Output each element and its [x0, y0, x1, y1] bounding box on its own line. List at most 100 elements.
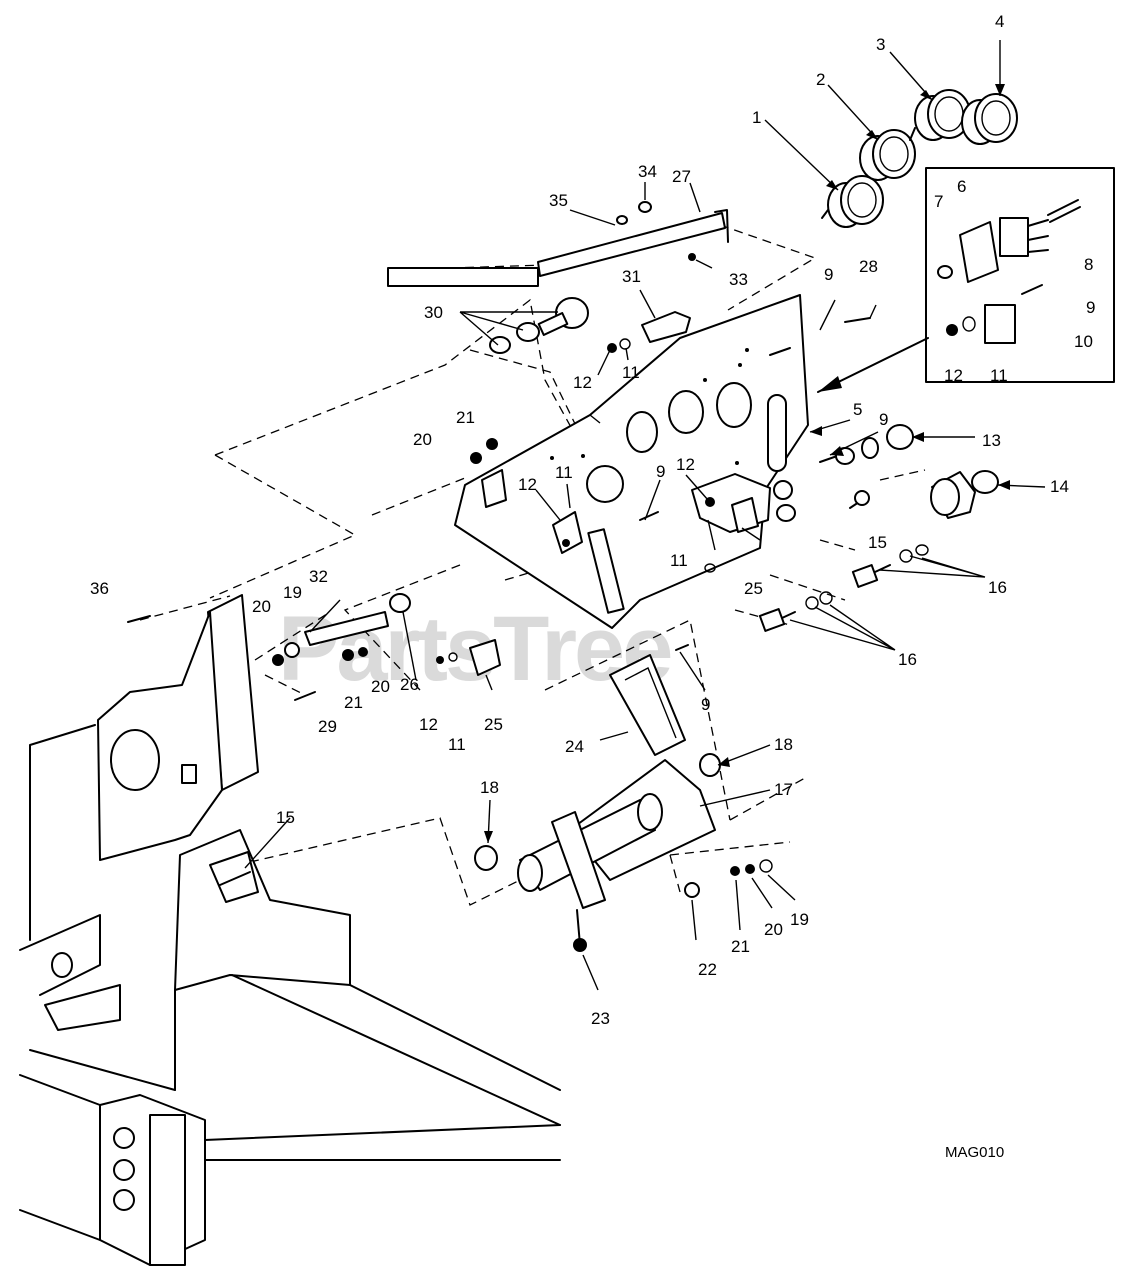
callout-20-mid: 20: [371, 677, 390, 696]
callout-labels: 1 2 3 4 5 6 7 8 9 9 9 9 9 10 11 11 11 11…: [90, 12, 1095, 1028]
dash-panel: [454, 294, 809, 629]
callout-9-right: 9: [879, 410, 888, 429]
panel-hardware: [470, 317, 871, 573]
nut-12-inset: [946, 324, 958, 336]
callout-12-left: 12: [518, 475, 537, 494]
inset-detail: [925, 167, 1115, 383]
callout-10: 10: [1074, 332, 1093, 351]
callout-31: 31: [622, 267, 641, 286]
callout-34: 34: [638, 162, 657, 181]
key-hole: [586, 465, 624, 503]
trim-bar-assembly: [387, 201, 729, 287]
bolt-29: [294, 691, 316, 701]
trim-bar-bend: [714, 209, 729, 243]
callout-9-inset: 9: [1086, 298, 1095, 317]
frame-side-plate: [97, 611, 223, 861]
callout-1: 1: [752, 108, 761, 127]
leader-lines: [244, 40, 1046, 991]
callout-11-inset: 11: [990, 366, 1008, 385]
screw-9-top: [769, 347, 791, 356]
trim-bar: [537, 212, 726, 277]
callout-12-inset: 12: [944, 366, 963, 385]
gauge-1: [821, 175, 884, 228]
callout-9-top: 9: [824, 265, 833, 284]
bolt-28: [844, 317, 871, 323]
choke-assembly: [489, 297, 691, 354]
gauge-4: [961, 93, 1018, 145]
bolt-36: [127, 615, 151, 623]
callout-12-lower: 12: [419, 715, 438, 734]
callout-14: 14: [1050, 477, 1069, 496]
inset-box: [925, 167, 1115, 383]
callout-33: 33: [729, 270, 748, 289]
nut-34: [638, 201, 652, 213]
left-linkage: [127, 593, 501, 701]
callout-15-left: 15: [276, 808, 295, 827]
gauge-3: [909, 89, 971, 141]
callout-5: 5: [853, 400, 862, 419]
callout-12-top: 12: [573, 373, 592, 392]
callout-25-lower: 25: [484, 715, 503, 734]
callout-4: 4: [995, 12, 1004, 31]
callout-9-center: 9: [656, 462, 665, 481]
callout-21-mid: 21: [344, 693, 363, 712]
callout-18-right: 18: [774, 735, 793, 754]
ignition-key-14: [971, 470, 999, 494]
frame-structure: [19, 594, 561, 1266]
small-hole-2: [776, 504, 796, 522]
callout-25-upper: 25: [744, 579, 763, 598]
relay-10: [984, 304, 1016, 344]
bushing-18-left: [474, 845, 498, 871]
switch-block: [999, 217, 1029, 257]
gauge-hole-3: [716, 382, 752, 428]
callout-19-right: 19: [790, 910, 809, 929]
callout-6: 6: [957, 177, 966, 196]
callout-16-lower: 16: [898, 650, 917, 669]
washer-35: [616, 215, 628, 225]
callout-20-top: 20: [413, 430, 432, 449]
slot-hole: [767, 394, 787, 472]
callout-35: 35: [549, 191, 568, 210]
clip-left: [481, 469, 507, 508]
throttle-slot: [587, 528, 625, 614]
callout-16-upper: 16: [988, 578, 1007, 597]
callout-13: 13: [982, 431, 1001, 450]
throttle-plate-24: [609, 654, 686, 756]
callout-8: 8: [1084, 255, 1093, 274]
dash-panel-plate: [454, 294, 809, 629]
callout-27: 27: [672, 167, 691, 186]
nut-22: [684, 882, 700, 898]
clip-center: [552, 511, 583, 554]
callout-11-top: 11: [622, 363, 640, 382]
diagram-code: MAG010: [945, 1144, 1004, 1161]
small-hole-1: [773, 480, 793, 500]
right-side-controls: [819, 424, 999, 519]
callout-19-left: 19: [283, 583, 302, 602]
callout-21-top: 21: [456, 408, 475, 427]
gauge-hole-1: [626, 411, 658, 453]
callout-20-left: 20: [252, 597, 271, 616]
switch-25-lower: [469, 639, 501, 676]
callout-11-right: 11: [670, 551, 688, 570]
bolt-9-inset: [1021, 284, 1043, 295]
callout-23: 23: [591, 1009, 610, 1028]
throttle-assembly: [474, 644, 773, 952]
switch-25-upper: [731, 497, 759, 533]
screw-9-mid: [639, 511, 659, 521]
callout-2: 2: [816, 70, 825, 89]
gauges: [821, 89, 1018, 228]
link-32: [304, 611, 389, 646]
callout-30: 30: [424, 303, 443, 322]
callout-7: 7: [934, 192, 943, 211]
callout-11-lower: 11: [448, 735, 466, 754]
shaft-plate: [551, 811, 606, 909]
bolt-8: [1047, 199, 1081, 223]
callout-15-right: 15: [868, 533, 887, 552]
bracket-6: [959, 221, 999, 283]
frame-gusset: [174, 829, 351, 991]
bushing-26: [389, 593, 411, 613]
callout-17: 17: [774, 780, 793, 799]
callout-3: 3: [876, 35, 885, 54]
callout-22: 22: [698, 960, 717, 979]
